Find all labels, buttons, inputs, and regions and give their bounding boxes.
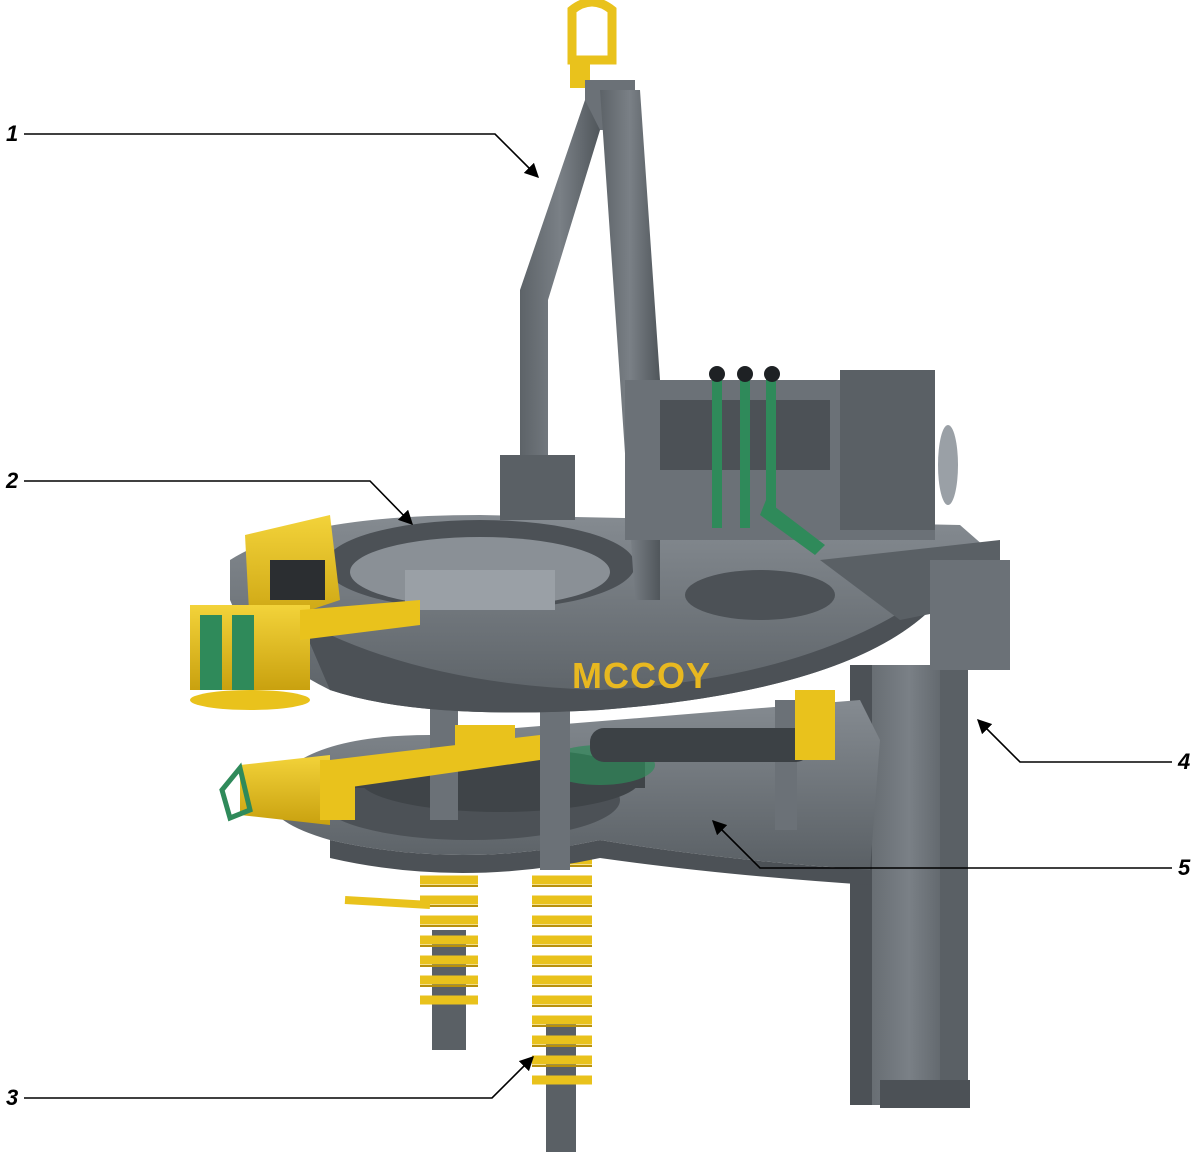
valve-bank [625,366,958,555]
power-tong-illustration: MCCOY [190,0,1010,1152]
brand-logo: MCCOY [572,655,711,696]
callout-3: 3 [6,1055,535,1110]
spring-assembly [420,855,592,1152]
callout-5: 5 [711,819,1191,880]
callout-1: 1 [6,121,540,179]
backup-door [219,735,540,909]
tong-door [190,515,420,710]
support-leg [850,665,970,1108]
callout-number: 3 [6,1085,18,1110]
callout-2: 2 [5,468,414,526]
leader-line [976,718,1172,763]
callout-4: 4 [976,718,1190,774]
leader-line [24,133,540,179]
leader-line [24,480,414,526]
callout-number: 2 [5,468,19,493]
callout-number: 5 [1178,855,1191,880]
tong-body: MCCOY [230,515,1010,713]
callout-number: 1 [6,121,18,146]
leader-line [711,819,1172,869]
callout-number: 4 [1177,749,1190,774]
leader-line [24,1055,535,1099]
